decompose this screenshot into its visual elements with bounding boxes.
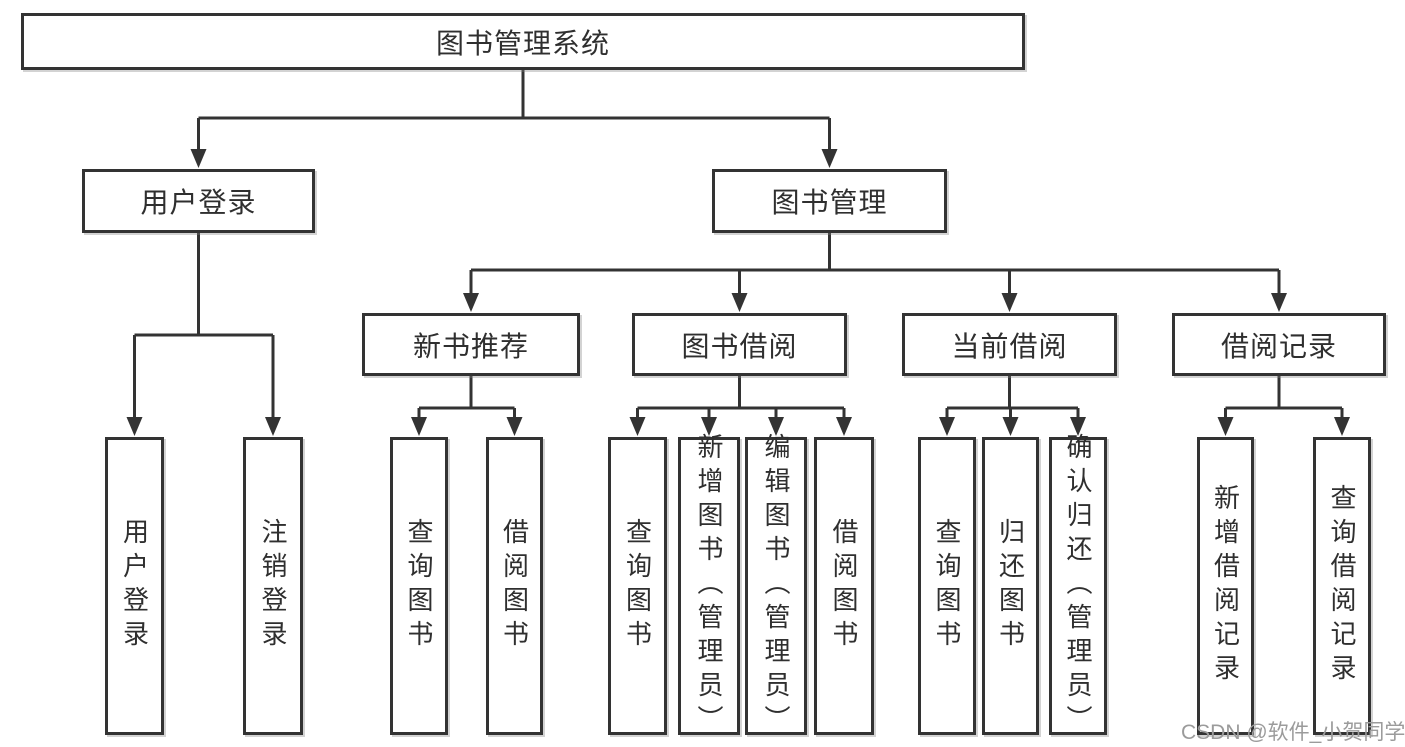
node-new-book-recommend: 新书推荐 — [362, 313, 580, 376]
root-label: 图书管理系统 — [435, 27, 610, 59]
node-login: 用户登录 — [105, 437, 164, 735]
node-label: 注销登录 — [258, 518, 288, 654]
connector-borrow-records — [1224, 376, 1344, 418]
arrowhead — [265, 417, 281, 436]
node-label: 用户登录 — [140, 187, 257, 218]
node-add-book-admin: 新增图书（管理员） — [678, 433, 740, 739]
node-query-books-current: 查询图书 — [918, 437, 976, 735]
node-query-borrow-record: 查询借阅记录 — [1313, 437, 1371, 735]
arrowhead — [731, 293, 748, 312]
node-book-management: 图书管理 — [712, 169, 947, 233]
node-label: 查询图书 — [622, 518, 653, 654]
node-label: 借阅记录 — [1220, 330, 1337, 362]
node-query-books-recommend: 查询图书 — [390, 437, 448, 735]
node-query-books-borrowing: 查询图书 — [608, 437, 667, 735]
node-label: 归还图书 — [995, 518, 1026, 654]
node-confirm-return-admin: 确认归还（管理员） — [1049, 433, 1107, 739]
node-return-books: 归还图书 — [982, 437, 1039, 735]
node-current-borrowing: 当前借阅 — [902, 313, 1117, 376]
node-label: 新书推荐 — [412, 330, 529, 362]
connector-new-book — [417, 376, 516, 418]
watermark-text: CSDN @软件_小贺同学 — [1181, 721, 1405, 744]
arrowhead — [939, 417, 955, 436]
node-label: 借阅图书 — [829, 518, 859, 654]
node-book-borrowing: 图书借阅 — [632, 313, 847, 376]
node-label: 用户登录 — [119, 518, 150, 654]
node-label: 编辑图书（管理员） — [761, 433, 791, 739]
arrowhead — [821, 149, 838, 168]
arrowhead — [1001, 293, 1018, 312]
arrowhead — [1217, 417, 1234, 436]
node-label: 图书管理 — [771, 187, 888, 218]
node-add-borrow-record: 新增借阅记录 — [1197, 437, 1254, 735]
node-label: 新增借阅记录 — [1210, 484, 1241, 688]
node-borrow-books-recommend: 借阅图书 — [486, 437, 543, 735]
node-label: 查询借阅记录 — [1327, 484, 1357, 688]
node-label: 查询图书 — [932, 518, 962, 654]
arrowhead — [1271, 293, 1287, 312]
node-logout: 注销登录 — [243, 437, 303, 735]
node-label: 确认归还（管理员） — [1063, 433, 1093, 739]
node-borrow-records: 借阅记录 — [1172, 313, 1386, 376]
arrowhead — [1002, 417, 1019, 436]
connector-user-login — [133, 233, 275, 418]
arrowhead — [1334, 417, 1350, 436]
connector-current-borrowing — [945, 376, 1080, 418]
node-label: 当前借阅 — [951, 330, 1068, 362]
arrowhead — [190, 149, 207, 168]
node-root: 图书管理系统 — [21, 13, 1025, 70]
node-edit-book-admin: 编辑图书（管理员） — [745, 433, 807, 739]
connector-book-management — [469, 233, 1281, 294]
node-user-login: 用户登录 — [82, 169, 315, 233]
arrowhead — [629, 417, 646, 436]
node-label: 借阅图书 — [499, 518, 530, 654]
connector-book-borrowing — [636, 376, 846, 418]
arrowhead — [506, 417, 523, 436]
arrowhead — [463, 293, 479, 312]
node-borrow-books: 借阅图书 — [814, 437, 874, 735]
arrowhead — [126, 417, 143, 436]
connector-root — [197, 70, 831, 150]
node-label: 查询图书 — [404, 518, 434, 654]
node-label: 新增图书（管理员） — [694, 433, 724, 739]
arrowhead — [836, 417, 852, 436]
node-label: 图书借阅 — [681, 330, 798, 362]
arrowhead — [411, 417, 427, 436]
